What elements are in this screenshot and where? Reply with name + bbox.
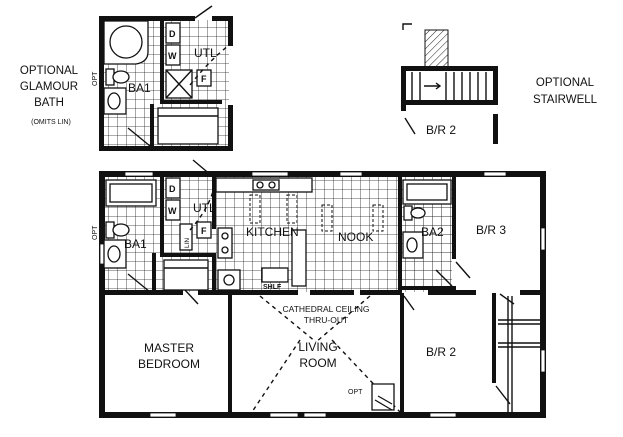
glamour-door-bath (127, 127, 151, 147)
nook-label: NOOK (338, 230, 373, 244)
ba2-label: BA2 (421, 225, 444, 239)
glamour-vanity (103, 87, 127, 115)
ceiling-note-line1: CATHEDRAL CEILING (283, 304, 370, 314)
stairs (411, 72, 487, 100)
bath1-door (127, 273, 151, 293)
stairwell-top-wall (401, 66, 498, 71)
br3-door (455, 261, 471, 279)
ceiling-note-line2: THRU-OUT (304, 315, 348, 325)
master-door (184, 289, 199, 305)
kitchen-island (291, 229, 307, 287)
nook-chair-left (321, 204, 333, 232)
kitchen-sink (252, 179, 280, 191)
corner-tub (103, 20, 149, 65)
glamour-washer-label: W (168, 51, 177, 61)
ba1-label: BA1 (124, 237, 147, 251)
optional-fireplace (371, 383, 395, 411)
washer (165, 199, 181, 221)
master-label-line2: BEDROOM (138, 357, 200, 371)
nook-fixtures (321, 204, 384, 232)
glamour-note: (OMITS LIN) (31, 119, 71, 126)
main-floor-plan: OPT BA1 D W F LIN UTL SHLF (92, 159, 546, 418)
stairwell-inset: B/R 2 (401, 23, 498, 144)
glamour-utl-label: UTL (194, 46, 217, 60)
glamour-top-wall (99, 16, 195, 21)
glamour-linen-counter (157, 107, 219, 145)
glamour-left-wall (99, 16, 104, 151)
living-label-line1: LIVING (298, 340, 337, 354)
br2-label: B/R 2 (426, 345, 456, 359)
exterior-top-wall (99, 171, 546, 177)
shlf-label: SHLF (263, 284, 282, 291)
dryer (165, 177, 181, 199)
stairwell-bottom-wall (401, 100, 498, 105)
exterior-left-wall (99, 171, 105, 418)
glamour-ba1-label: BA1 (128, 81, 151, 95)
glamour-bath-inset: OPT D W F UTL BA1 (92, 5, 233, 151)
utility-door (192, 159, 213, 177)
glamour-title-line1: OPTIONAL (20, 65, 79, 77)
glamour-door-swing (189, 45, 229, 86)
br2-door (403, 295, 415, 311)
glamour-dryer-label: D (169, 29, 176, 39)
master-label-line1: MASTER (144, 341, 194, 355)
kitchen-fixtures: SHLF (215, 177, 313, 291)
kitchen-label: KITCHEN (246, 225, 299, 239)
br3-label: B/R 3 (476, 223, 506, 237)
stairwell-br2-label: B/R 2 (426, 123, 456, 137)
dryer-label: D (169, 184, 176, 194)
living-label-line2: ROOM (299, 356, 336, 370)
glamour-door-top (194, 5, 213, 19)
stairwell-title-line1: OPTIONAL (536, 77, 595, 89)
glamour-title-line2: GLAMOUR (20, 81, 78, 93)
br2-closet-door (499, 293, 515, 305)
dining-chair (249, 194, 261, 224)
linen-closet (179, 223, 193, 251)
glamour-furnace: F (196, 69, 212, 87)
bath2-door (435, 269, 453, 287)
glamour-washer-dryer: D W (165, 22, 181, 66)
utl-label: UTL (193, 201, 216, 215)
bath2-fixtures (402, 179, 453, 287)
glamour-title-line3: BATH (34, 97, 64, 109)
bath1-opt-label: OPT (92, 225, 99, 240)
shelf (261, 267, 289, 283)
glamour-furnace-label: F (201, 74, 207, 84)
washer-label: W (168, 206, 177, 216)
furnace-label: F (201, 226, 207, 236)
closet-louvers (498, 296, 540, 412)
furnace (196, 221, 212, 239)
bath1-linen-counter (163, 259, 209, 291)
fireplace-opt-label: OPT (348, 389, 363, 396)
stairwell-title-line2: STAIRWELL (533, 94, 598, 106)
glamour-shower (165, 69, 193, 99)
utility-fixtures: D W F LIN (165, 159, 215, 251)
lin-label: LIN (184, 238, 191, 248)
glamour-opt-label: OPT (92, 71, 99, 86)
nook-chair-right (372, 204, 384, 232)
glamour-toilet (105, 68, 130, 86)
bath1-fixtures (103, 179, 209, 293)
exterior-right-wall (540, 171, 546, 418)
glamour-bottom-wall (99, 146, 232, 151)
